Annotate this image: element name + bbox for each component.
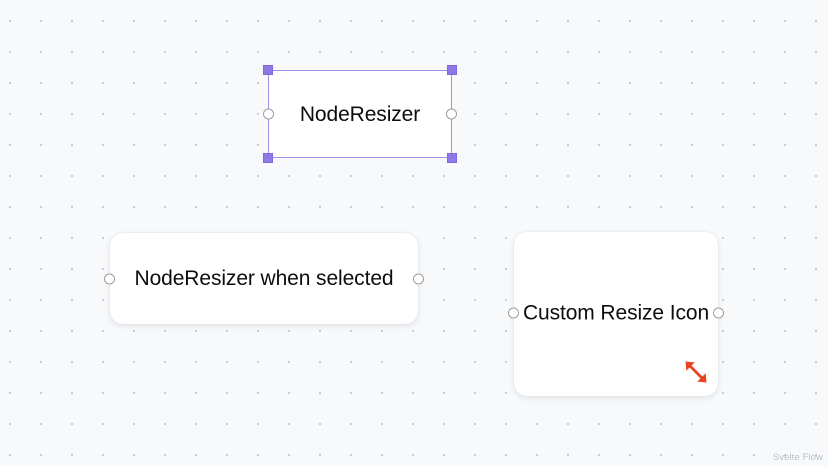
attribution-label[interactable]: Svelte Flow <box>772 452 823 463</box>
node-resizer[interactable]: NodeResizer <box>263 65 457 163</box>
node-label: NodeResizer <box>299 102 421 126</box>
resize-handle-top-left[interactable] <box>263 65 273 75</box>
node-label: NodeResizer when selected <box>134 267 394 290</box>
node-resizer-when-selected[interactable]: NodeResizer when selected <box>104 233 424 324</box>
resize-handle-bottom-left[interactable] <box>263 153 273 163</box>
handle-target-left[interactable] <box>104 273 115 284</box>
node-label: Custom Resize Icon <box>522 301 710 325</box>
handle-source-right[interactable] <box>713 307 724 319</box>
resize-handle-bottom-right[interactable] <box>447 153 457 163</box>
handle-source-right[interactable] <box>446 108 457 120</box>
diagonal-resize-arrow-icon[interactable] <box>681 357 711 387</box>
handle-target-left[interactable] <box>508 307 519 319</box>
handle-source-right[interactable] <box>413 273 424 284</box>
node-custom-resize-icon[interactable]: Custom Resize Icon <box>508 232 724 396</box>
resize-handle-top-right[interactable] <box>447 65 457 75</box>
handle-target-left[interactable] <box>263 108 274 120</box>
